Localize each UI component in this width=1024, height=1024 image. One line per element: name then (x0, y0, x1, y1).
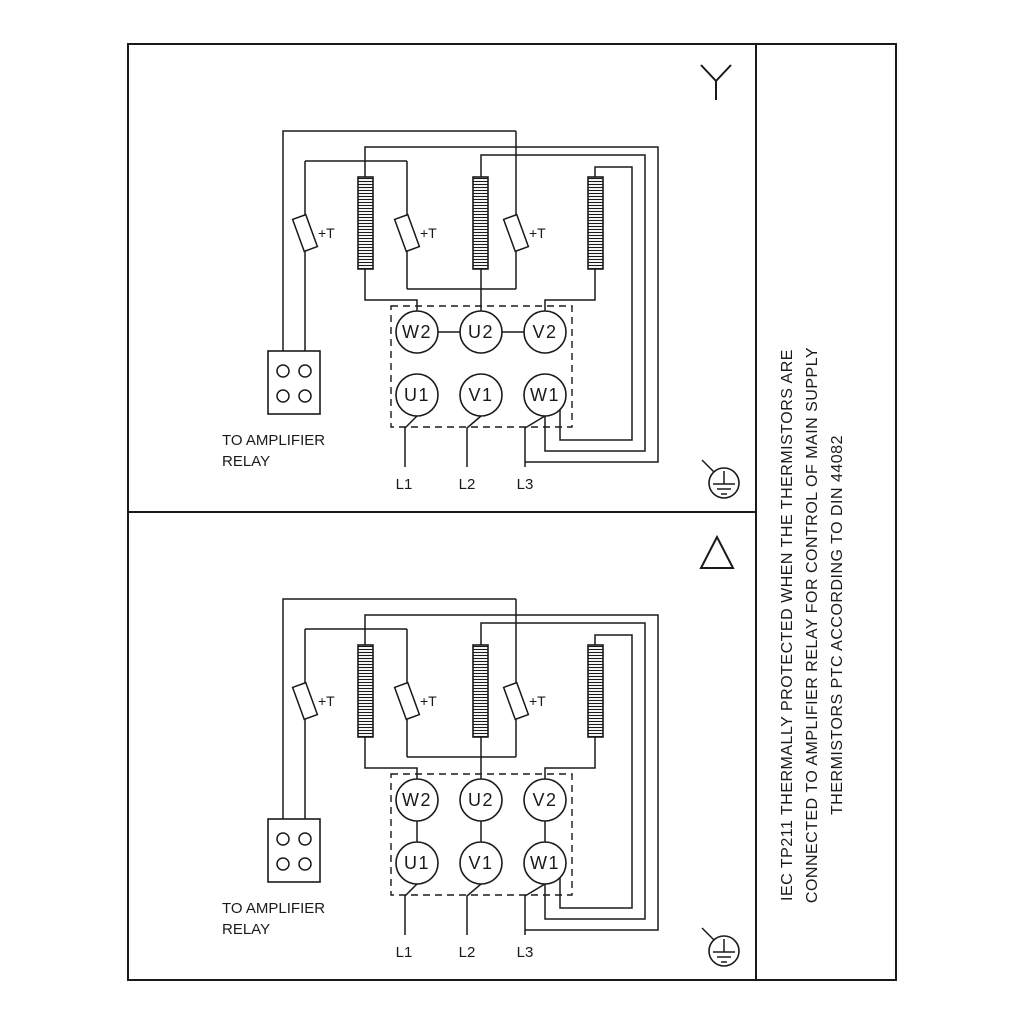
supply-label-l3: L3 (517, 476, 534, 493)
relay-pin (298, 389, 312, 403)
drawing-frame (127, 43, 897, 981)
star-icon (700, 64, 732, 100)
terminal-w2 (395, 778, 439, 822)
motor-winding (357, 644, 374, 738)
motor-winding (587, 176, 604, 270)
earth-ground-icon (701, 927, 740, 967)
relay-note-line2: RELAY (222, 921, 270, 938)
side-note-line1: IEC TP211 THERMALLY PROTECTED WHEN THE T… (779, 349, 796, 901)
terminal-w2 (395, 310, 439, 354)
delta-icon (699, 534, 735, 569)
terminal-label: U1 (404, 385, 430, 405)
supply-label-l3: L3 (517, 944, 534, 961)
terminal-v1 (459, 373, 503, 417)
supply-wires (404, 415, 546, 467)
winding-loop-wires (364, 146, 659, 463)
terminal-label: U1 (404, 853, 430, 873)
thermistor-label: +T (529, 693, 546, 709)
supply-label-l2: L2 (459, 944, 476, 961)
terminal-label: V1 (468, 385, 493, 405)
side-note-line2: CONNECTED TO AMPLIFIER RELAY FOR CONTROL… (804, 347, 821, 903)
terminal-label: W2 (402, 790, 432, 810)
earth-ground-icon (701, 459, 740, 499)
thermistor-symbol (393, 681, 421, 721)
relay-pin (276, 364, 290, 378)
terminal-label: W1 (530, 853, 560, 873)
terminal-label: W1 (530, 385, 560, 405)
terminal-block-outline (390, 773, 573, 896)
terminal-v2 (523, 778, 567, 822)
terminal-label: V2 (532, 790, 557, 810)
terminal-u2 (459, 778, 503, 822)
thermistor-symbol (291, 681, 319, 721)
winding-loop-wires (364, 614, 659, 931)
thermistor-label: +T (318, 693, 335, 709)
panel-delta: TO AMPLIFIER RELAY +T +T +T W2 U2 V2 U1 (222, 534, 740, 967)
relay-pin (298, 857, 312, 871)
terminal-v2 (523, 310, 567, 354)
relay-pin (276, 389, 290, 403)
relay-note-line1: TO AMPLIFIER (222, 900, 325, 917)
terminal-u1 (395, 841, 439, 885)
relay-note-line1: TO AMPLIFIER (222, 432, 325, 449)
delta-links (416, 821, 546, 842)
thermistor-symbol (291, 213, 319, 253)
thermistor-label: +T (529, 225, 546, 241)
amplifier-relay-connector (267, 818, 321, 883)
winding-to-terminal-wires (364, 737, 596, 779)
supply-label-l1: L1 (396, 476, 413, 493)
relay-pin (298, 832, 312, 846)
motor-winding (472, 176, 489, 270)
motor-winding (587, 644, 604, 738)
thermistor-label: +T (318, 225, 335, 241)
supply-label-l2: L2 (459, 476, 476, 493)
supply-label-l1: L1 (396, 944, 413, 961)
terminal-w1 (523, 373, 567, 417)
terminal-label: V1 (468, 853, 493, 873)
relay-pin (276, 832, 290, 846)
terminal-label: U2 (468, 322, 494, 342)
terminal-u2 (459, 310, 503, 354)
terminal-v1 (459, 841, 503, 885)
terminal-label: V2 (532, 322, 557, 342)
relay-note-line2: RELAY (222, 453, 270, 470)
side-note-line3: THERMISTORS PTC ACCORDING TO DIN 44082 (829, 435, 846, 815)
terminal-label: U2 (468, 790, 494, 810)
panel-star: TO AMPLIFIER RELAY +T +T +T W2 U2 V2 U1 (222, 64, 740, 499)
terminal-u1 (395, 373, 439, 417)
relay-connector-box (267, 350, 321, 415)
amplifier-relay-connector (267, 350, 321, 415)
winding-to-terminal-wires (364, 269, 596, 311)
side-note: IEC TP211 THERMALLY PROTECTED WHEN THE T… (779, 347, 846, 903)
relay-pin (298, 364, 312, 378)
terminal-w1 (523, 841, 567, 885)
thermistor-label: +T (420, 693, 437, 709)
supply-wires (404, 883, 546, 935)
thermistor-label: +T (420, 225, 437, 241)
terminal-label: W2 (402, 322, 432, 342)
terminal-block-outline (390, 305, 573, 428)
relay-pin (276, 857, 290, 871)
relay-connector-box (267, 818, 321, 883)
thermistor-symbol (502, 681, 530, 721)
motor-winding (472, 644, 489, 738)
thermistor-symbol (502, 213, 530, 253)
motor-winding (357, 176, 374, 270)
thermistor-symbol (393, 213, 421, 253)
